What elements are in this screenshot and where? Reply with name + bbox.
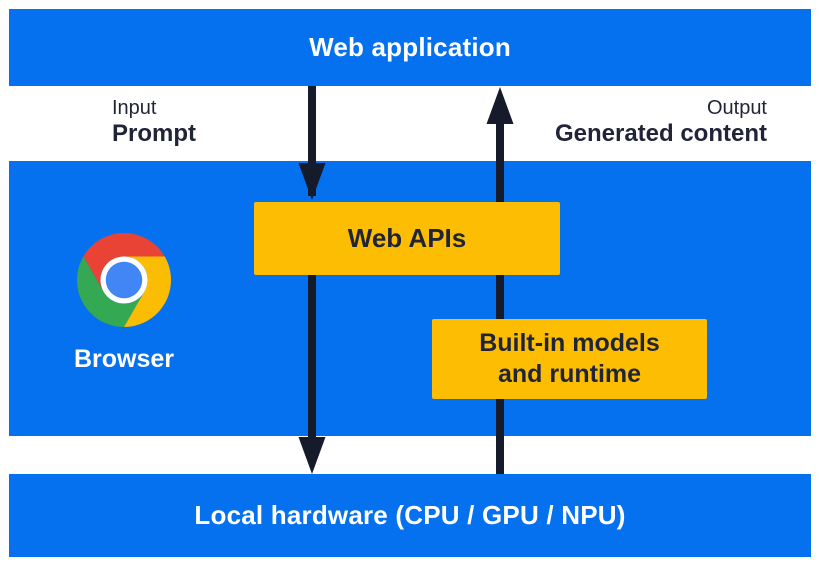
prompt-label: Prompt bbox=[112, 120, 196, 147]
generated-content-label: Generated content bbox=[554, 120, 767, 147]
builtin-models-label-line1: Built-in models bbox=[479, 329, 660, 357]
prompt-flow-arrow bbox=[298, 86, 326, 474]
chrome-logo-icon bbox=[77, 233, 171, 327]
output-caption: Output bbox=[706, 97, 767, 119]
local-hardware-label: Local hardware (CPU / GPU / NPU) bbox=[194, 500, 626, 530]
output-flow-note: Output Generated content bbox=[555, 96, 767, 147]
web-application-band: Web application bbox=[9, 9, 811, 86]
builtin-models-label-line2: and runtime bbox=[497, 360, 642, 388]
generated-content-flow-arrow bbox=[486, 87, 514, 474]
builtin-models-box: Built-in models and runtime bbox=[432, 319, 707, 399]
browser-label: Browser bbox=[73, 345, 175, 373]
web-apis-box: Web APIs bbox=[254, 202, 560, 275]
input-flow-note: Input Prompt bbox=[112, 96, 196, 147]
local-hardware-band: Local hardware (CPU / GPU / NPU) bbox=[9, 474, 811, 557]
input-caption: Input bbox=[112, 97, 157, 119]
web-apis-label: Web APIs bbox=[347, 223, 467, 253]
web-application-label: Web application bbox=[309, 32, 511, 62]
